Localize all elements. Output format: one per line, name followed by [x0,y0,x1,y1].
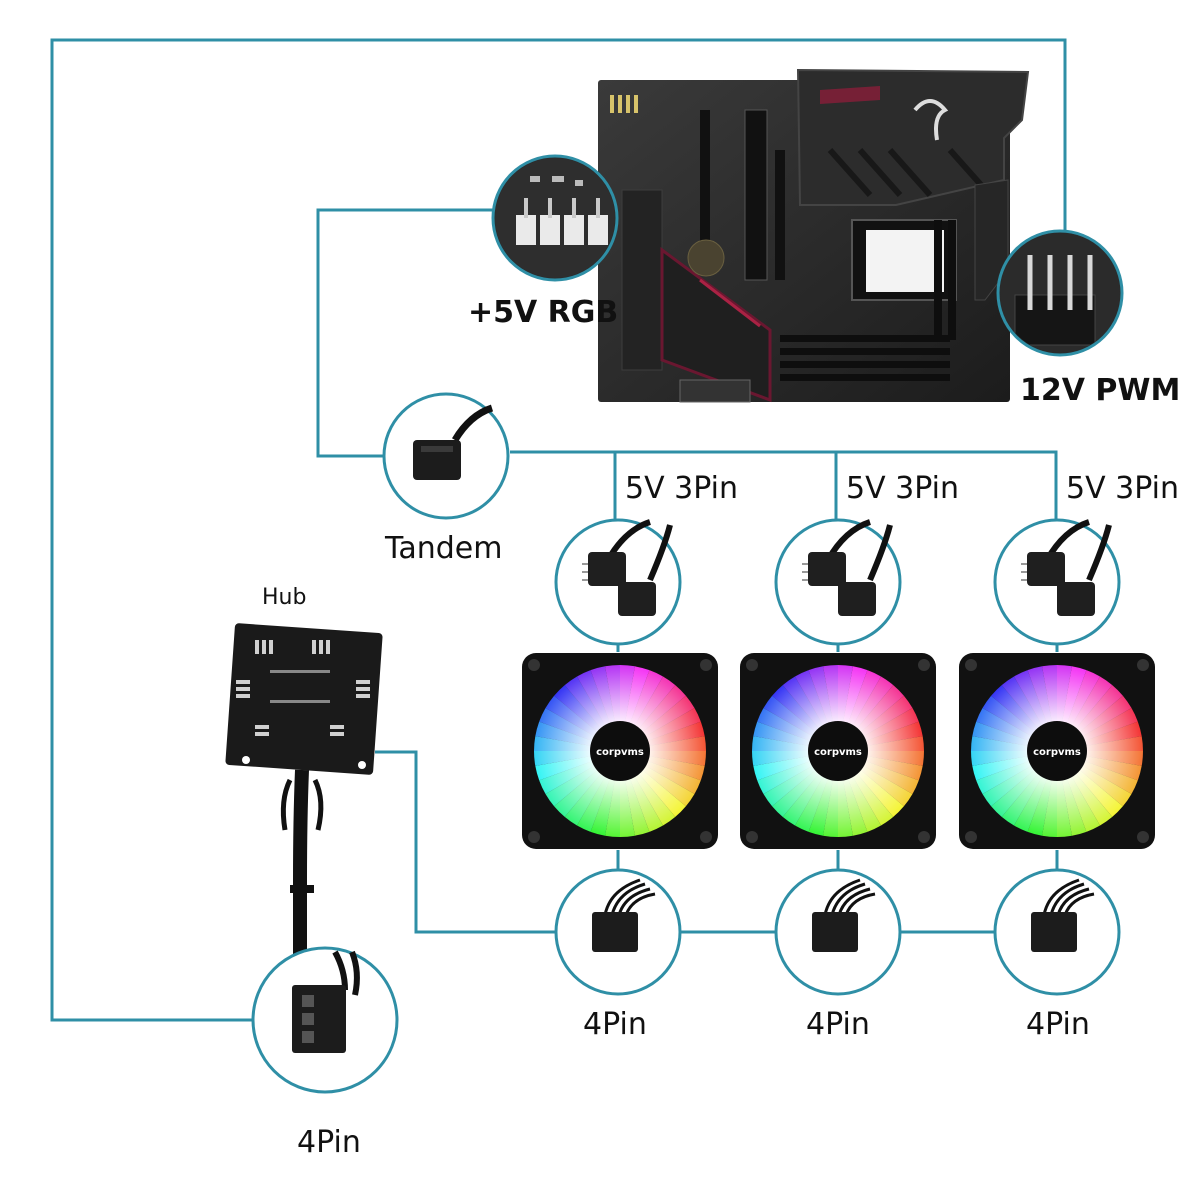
hub-output-label: 4Pin [297,1125,361,1160]
mounting-hole [1137,831,1149,843]
mounting-hole [918,659,930,671]
fan-rgb-label-3: 5V 3Pin [1066,471,1179,506]
mounting-hole [700,831,712,843]
fan-rgb-connector-2 [774,518,902,646]
fan-4pin-connector-2 [774,868,902,996]
fan-power-label-1: 4Pin [583,1007,647,1042]
fan-rgb-label-2: 5V 3Pin [846,471,959,506]
pwm-loop-wire [50,38,1067,1022]
fan-rgb-connector-1 [554,518,682,646]
mounting-hole [528,659,540,671]
motherboard-image [598,68,1030,403]
pwm-header-label: 12V PWM [1020,373,1180,408]
fan-hub-cap [590,721,650,781]
rgb-fan-1: corpvms [522,653,718,849]
mounting-hole [1137,659,1149,671]
fan-hub-cap [808,721,868,781]
hub-to-fans-wire [375,750,995,934]
mounting-hole [965,659,977,671]
rgb-fan-2: corpvms [740,653,936,849]
rgb-to-tandem-wire [316,208,500,458]
mounting-hole [528,831,540,843]
fan-rgb-connector-zooms [554,518,1121,646]
tandem-bus-wire [510,450,1058,520]
fan-4pin-connector-zooms [554,868,1121,996]
fan-rgb-connector-3 [993,518,1121,646]
mounting-hole [965,831,977,843]
tandem-label: Tandem [384,531,502,566]
fan-brand-label: corpvms [814,747,862,758]
fan-brand-label: corpvms [1033,747,1081,758]
fan-4pin-connector-3 [993,868,1121,996]
rgb-fan-3: corpvms [959,653,1155,849]
mounting-hole [746,659,758,671]
fan-hub-image [225,623,383,960]
wire-lines [50,38,1067,1022]
mounting-hole [918,831,930,843]
pwm-header-zoom [996,229,1124,357]
rgb-header-label: +5V RGB [468,295,618,330]
fan-brand-label: corpvms [596,747,644,758]
rgb-fans: corpvms corpvms corpvms [522,653,1155,849]
rgb-header-zoom [491,154,619,282]
fan-4pin-connector-1 [554,868,682,996]
fan-power-label-3: 4Pin [1026,1007,1090,1042]
fan-rgb-label-1: 5V 3Pin [625,471,738,506]
fan-power-label-2: 4Pin [806,1007,870,1042]
mounting-hole [746,831,758,843]
tandem-connector-zoom [382,392,510,520]
mounting-hole [700,659,712,671]
hub-label: Hub [262,585,306,610]
hub-4pin-connector-zoom [251,946,399,1094]
fan-hub-cap [1027,721,1087,781]
